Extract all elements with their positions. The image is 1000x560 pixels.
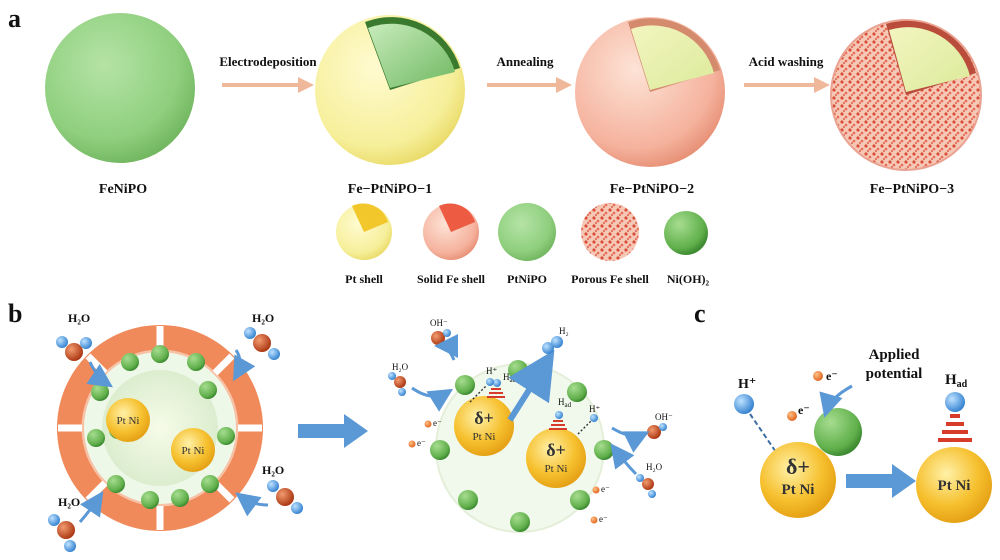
delta-label-right-2: δ+	[546, 440, 566, 460]
had-label-right-2: Had	[558, 397, 572, 409]
legend-label-porous-fe-shell: Porous Fe shell	[571, 272, 649, 286]
legend-solid-fe-shell	[423, 203, 479, 260]
water-label-tr: H₂O	[252, 311, 274, 325]
ptni-label-c-right: Pt Ni	[938, 478, 971, 494]
diffusion-arrows-left	[78, 349, 269, 523]
ptni-particle-c-left	[760, 442, 836, 518]
applied-potential-line1: Applied	[869, 347, 921, 363]
electrons-right	[408, 420, 600, 524]
legend-label-ni-oh2: Ni(OH)₂	[667, 272, 710, 286]
oh-molecule-top	[431, 329, 451, 345]
ptni-label-right-1: Pt Ni	[473, 431, 496, 443]
electron-flow-arrow-c	[819, 384, 853, 418]
legend-porous-fe-shell	[581, 203, 639, 261]
electron-c-1	[813, 371, 823, 381]
oh-label-right: OH⁻	[655, 412, 673, 422]
panel-letter-a: a	[8, 4, 21, 33]
hplus-bond-c	[749, 413, 777, 453]
ptni-particle-left-1	[106, 398, 150, 442]
fe-ptnipo-1-sphere	[315, 15, 465, 165]
water-molecule-br	[267, 480, 303, 514]
h2-label: H₂	[559, 326, 569, 336]
transition-arrow-b	[298, 414, 368, 448]
process-arrow-2	[487, 77, 572, 93]
water-molecule-right-tl	[388, 372, 406, 396]
applied-potential-line2: potential	[866, 366, 923, 382]
stage-label-fe-ptnipo-3: Fe−PtNiPO−3	[870, 182, 954, 197]
hplus-label-1: H⁺	[486, 366, 497, 376]
legend-ni-oh2	[664, 211, 708, 255]
process-arrow-1	[222, 77, 314, 93]
had-stack-right-2	[549, 411, 567, 430]
step-label-annealing: Annealing	[496, 54, 554, 69]
panel-letter-c: c	[694, 299, 706, 328]
ptni-particle-left-2	[171, 428, 215, 472]
ptni-particle-right-1	[454, 396, 514, 456]
ptni-label-c-left: Pt Ni	[782, 482, 815, 498]
delta-label-c: δ+	[786, 454, 810, 479]
electron-label-c-1: e⁻	[826, 369, 838, 383]
ptni-particle-c-right	[916, 447, 992, 523]
ni-oh2-sphere-c	[814, 408, 862, 456]
electron-c-2	[787, 411, 797, 421]
h2-molecule	[542, 336, 563, 354]
stage-label-fe-ptnipo-2: Fe−PtNiPO−2	[610, 182, 694, 197]
water-label-right-br: H₂O	[646, 462, 663, 472]
step-label-electrodeposition: Electrodeposition	[219, 54, 317, 69]
delta-label-right-1: δ+	[474, 408, 494, 428]
reaction-arrows-right	[411, 334, 650, 476]
hplus-ion-2	[590, 414, 598, 422]
feniPO-sphere	[45, 13, 195, 163]
panel-letter-b: b	[8, 299, 22, 328]
water-label-tl: H₂O	[68, 311, 90, 325]
had-atom-c	[945, 392, 965, 412]
legend-label-pt-shell: Pt shell	[345, 272, 383, 286]
water-molecule-bl	[48, 514, 76, 552]
hplus-ion-c	[734, 394, 754, 414]
had-label-c: Had	[945, 372, 968, 390]
oh-molecule-right	[647, 423, 667, 439]
legend-pt-shell	[336, 203, 392, 260]
ptni-label-left-2: Pt Ni	[182, 445, 205, 457]
oh-label-top: OH⁻	[430, 318, 448, 328]
fe-ptnipo-2-sphere	[575, 17, 725, 167]
water-molecule-tr	[244, 327, 280, 360]
water-molecule-right-br	[636, 474, 656, 498]
transition-arrow-c	[846, 464, 916, 498]
step-label-acid-washing: Acid washing	[749, 54, 824, 69]
h2-release-arrow	[507, 349, 555, 422]
had-stack-c	[938, 414, 972, 442]
electron-label-1: e⁻	[433, 418, 442, 428]
dotted-bonds-right	[469, 385, 593, 435]
had-stack-right-1	[487, 379, 505, 398]
water-molecule-tl	[56, 336, 92, 361]
hplus-label-2: H⁺	[589, 404, 600, 414]
stage-label-fe-ptnipo-1: Fe−PtNiPO−1	[348, 182, 432, 197]
electron-label-4: e⁻	[599, 514, 608, 524]
process-arrow-3	[744, 77, 830, 93]
hplus-label-c: H⁺	[738, 377, 756, 392]
water-label-br: H₂O	[262, 463, 284, 477]
electron-label-2: e⁻	[417, 438, 426, 448]
stage-label-feniPO: FeNiPO	[99, 182, 147, 197]
electron-label-3: e⁻	[601, 484, 610, 494]
ptni-particle-right-2	[526, 428, 586, 488]
electron-label-c-2: e⁻	[798, 403, 810, 417]
hplus-ion-1	[486, 378, 494, 386]
legend-ptnipo	[498, 203, 556, 261]
water-label-right-tl: H₂O	[392, 362, 409, 372]
ptni-label-left-1: Pt Ni	[117, 415, 140, 427]
legend-label-solid-fe-shell: Solid Fe shell	[417, 272, 486, 286]
ptni-label-right-2: Pt Ni	[545, 463, 568, 475]
fe-ptnipo-3-sphere	[830, 19, 982, 171]
legend-label-ptnipo: PtNiPO	[507, 272, 547, 286]
water-label-bl: H₂O	[58, 495, 80, 509]
ni-oh2-dots-left	[87, 345, 235, 509]
